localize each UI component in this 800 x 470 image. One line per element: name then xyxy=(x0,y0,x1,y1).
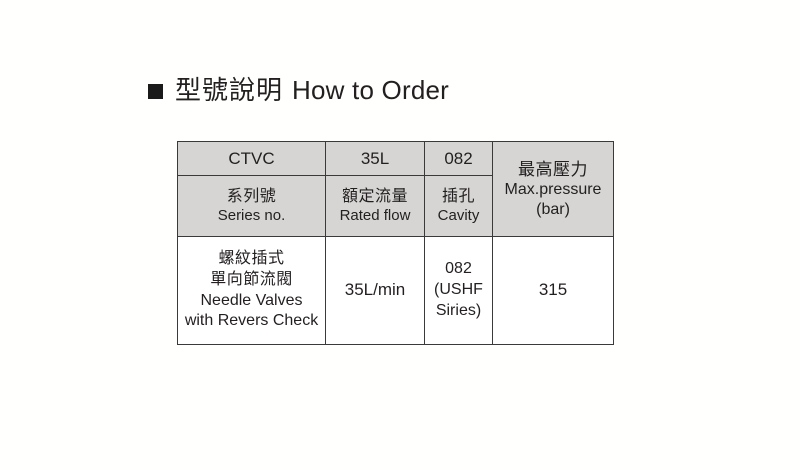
series-code-value: CTVC xyxy=(228,148,275,168)
series-desc-cjk-line2: 單向節流閥 xyxy=(210,270,293,288)
max-pressure-label-en: Max.pressure xyxy=(504,180,602,198)
cell-flow-label: 額定流量 Rated flow xyxy=(325,175,425,237)
cell-max-pressure-value: 315 xyxy=(492,236,614,345)
cavity-value-code: 082 xyxy=(445,260,472,278)
section-heading: 型號說明 How to Order xyxy=(148,76,449,105)
page-title-cjk: 型號說明 xyxy=(175,75,284,105)
page-title: 型號說明 How to Order xyxy=(175,76,449,105)
cavity-label-en: Cavity xyxy=(437,206,480,224)
rated-flow-value: 35L/min xyxy=(344,280,406,300)
series-label-cjk: 系列號 xyxy=(226,187,277,205)
series-desc-en-line1: Needle Valves xyxy=(200,291,303,309)
cell-series-label: 系列號 Series no. xyxy=(177,175,326,237)
flow-label-cjk: 額定流量 xyxy=(341,187,408,205)
table-row-model-code: CTVC 35L 082 最高壓力 Max.pressure (bar) xyxy=(177,141,614,237)
page-title-english: How to Order xyxy=(292,75,450,105)
series-label-en: Series no. xyxy=(217,206,286,224)
cell-series-code: CTVC xyxy=(177,141,326,176)
max-pressure-label-cjk: 最高壓力 xyxy=(518,159,588,179)
table-row-values: 螺紋插式 單向節流閥 Needle Valves with Revers Che… xyxy=(177,236,614,345)
cell-cavity-code: 082 xyxy=(424,141,493,176)
cell-rated-flow-value: 35L/min xyxy=(325,236,425,345)
flow-label-en: Rated flow xyxy=(339,206,411,224)
how-to-order-table: CTVC 35L 082 最高壓力 Max.pressure (bar) 系列號… xyxy=(177,141,614,345)
cell-max-pressure-header: 最高壓力 Max.pressure (bar) xyxy=(492,141,614,237)
square-bullet-icon xyxy=(148,83,163,99)
series-desc-en-line2: with Revers Check xyxy=(184,312,319,330)
flow-code-value: 35L xyxy=(360,148,390,168)
cell-cavity-label: 插孔 Cavity xyxy=(424,175,493,237)
cell-flow-code: 35L xyxy=(325,141,425,176)
cavity-value-note-line2: Siries) xyxy=(435,301,482,319)
series-desc-cjk-line1: 螺紋插式 xyxy=(218,249,285,267)
cell-cavity-value: 082 (USHF Siries) xyxy=(424,236,493,345)
cavity-value-note-line1: (USHF xyxy=(434,281,483,299)
cell-series-description: 螺紋插式 單向節流閥 Needle Valves with Revers Che… xyxy=(177,236,326,345)
max-pressure-unit: (bar) xyxy=(536,200,570,218)
max-pressure-value: 315 xyxy=(538,280,568,300)
cavity-label-cjk: 插孔 xyxy=(441,187,475,205)
table-row-field-labels: 系列號 Series no. 額定流量 Rated flow 插孔 Cavity xyxy=(177,175,614,237)
cavity-code-value: 082 xyxy=(444,148,473,168)
